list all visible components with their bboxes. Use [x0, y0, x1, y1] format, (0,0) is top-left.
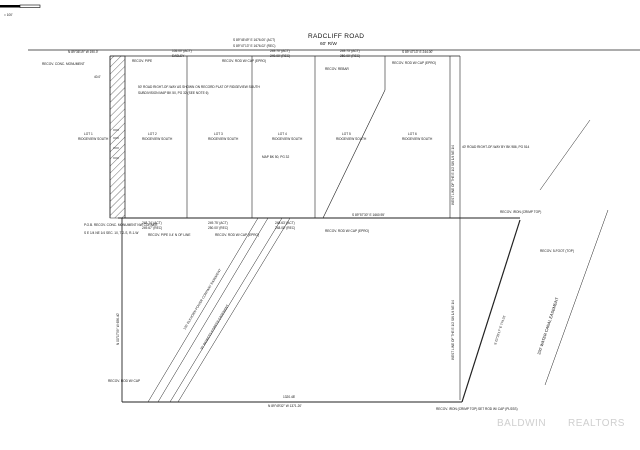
lot-3-sub: RIDGEVIEW SOUTH: [208, 137, 239, 141]
label-right-bearing: S 23°29'17" E 774.31': [493, 314, 506, 345]
hatched-row-strip: [109, 55, 126, 219]
label-recov-rod-cap-2: RECOV. ROD W/ CAP (EPRO): [392, 61, 436, 65]
lot-6-name: LOT 6: [408, 132, 417, 136]
dim-bottom-1-act: 248.74' (ACT): [142, 221, 162, 225]
label-recov-rod-epro-2: RECOV. ROD W/ CAP (EPRO): [325, 229, 369, 233]
label-recov-iron-bottom: RECOV. IRON (CRIMP TOP): [436, 407, 477, 411]
label-left-bearing: N 00°17'59" W 656.40': [116, 313, 120, 345]
dim-top-2-act: 249.70' (ACT): [270, 49, 290, 53]
label-set-rod: SET ROD W/ CAP (PLSSS): [478, 407, 518, 411]
dim-bottom-3-rec: 248.00' (REC): [275, 226, 295, 230]
lot-3-name: LOT 3: [214, 132, 223, 136]
lot-1-sub: RIDGEVIEW SOUTH: [78, 137, 109, 141]
lot-boundaries: [109, 55, 461, 400]
dim-top-2-rec: 249.00' (REC): [270, 54, 290, 58]
label-dim-40: 40.0': [94, 75, 101, 79]
label-canal: 330' WATER CANAL EASEMENT: [536, 296, 559, 355]
dim-top-3-act: 249.73' (ACT): [340, 49, 360, 53]
label-pob-2: S E 1/4 NE 1/4 SEC. 10, T-2-S, R-1-W: [84, 231, 138, 235]
left-tick-marks: [113, 129, 119, 159]
dim-bottom-3-act: 248.63' (ACT): [275, 221, 295, 225]
dim-top-1-rec: EASLEY: [172, 54, 185, 58]
label-pob: P.O.B. RECOV. CONC. MONUMENT NW CORNER: [84, 223, 158, 227]
lot-1-name: LOT 1: [84, 132, 93, 136]
lot-4-name: LOT 4: [278, 132, 287, 136]
label-row-right: 40' ROAD RIGHT-OF-WAY BY BK 986, PG 514: [462, 145, 529, 149]
lower-parcel: [121, 119, 609, 403]
dim-bottom-2-rec: 250.00' (REC): [208, 226, 228, 230]
bearing-top-left: N 89°36'19" W 190.0': [68, 50, 99, 54]
label-west-line-lot: WEST LINE OF THE E 1/2 SW 1/4 NE 1/4: [451, 145, 455, 205]
road-width: 60' R/W: [320, 41, 337, 47]
label-map-ref: MAP BK 50, PG 32: [262, 155, 289, 159]
label-recov-rod-bl: RECOV. ROD W/ CAP: [108, 379, 140, 383]
dim-bottom-2-act: 249.75' (ACT): [208, 221, 228, 225]
label-bottom-bearing: N 89°49'32" W 1371.20': [268, 404, 302, 408]
lot-5-name: LOT 5: [342, 132, 351, 136]
lot-2-sub: RIDGEVIEW SOUTH: [142, 137, 173, 141]
label-mid-line: S 89°57'30" E 1660.95': [352, 213, 385, 217]
watermark: BALDWIN REALTORS: [497, 418, 625, 429]
easement-lines: [147, 217, 291, 403]
bearing-top-right: S 89°47'13" E 244.00': [402, 50, 433, 54]
bearing-top-mid-rec: S 89°47'13" E 1676.02' (REC): [233, 44, 275, 48]
label-recov-iron-cap: RECOV. IRON (CRIMP TOP): [500, 210, 541, 214]
lot-6-sub: RIDGEVIEW SOUTH: [402, 137, 433, 141]
watermark-brand-b: REALTORS: [568, 418, 625, 429]
label-recov-pipe: RECOV. PIPE: [132, 59, 152, 63]
label-easement-2: 30' INGRESS-EGRESS EASEMENT: [199, 304, 229, 351]
dim-top-3-rec: 250.00' (REC): [340, 54, 360, 58]
road-name: RADCLIFF ROAD: [308, 33, 364, 40]
bearing-top-mid-act: S 89°45'49" E 1676.00' (ACT): [233, 38, 275, 42]
scale-bar: = 100': [0, 4, 41, 17]
label-west-line-2: WEST LINE OF THE E 1/2 SW 1/4 NE 1/4: [451, 300, 455, 360]
lot-4-sub: RIDGEVIEW SOUTH: [272, 137, 303, 141]
label-recov-pipe-2: RECOV. PIPE 0.4' N OF LINE: [148, 233, 190, 237]
label-row-note-2: SUBDIVISION MAP BK 50, PG 32 (SEE NOTE 6…: [138, 91, 208, 95]
scale-label: = 100': [4, 13, 13, 17]
label-recov-rebar: RECOV. REBAR: [325, 67, 349, 71]
dim-top-1-act: 105.00' (ACT): [172, 49, 192, 53]
lot-2-name: LOT 2: [148, 132, 157, 136]
label-recov-5foot: RECOV. 5-FOOT (TOP): [540, 249, 574, 253]
label-recov-rod-epro: RECOV. ROD W/ CAP (EPRO): [215, 233, 259, 237]
label-recov-rod-cap: RECOV. ROD W/ CAP (EPRO): [222, 59, 266, 63]
watermark-brand-a: BALDWIN: [497, 418, 546, 429]
dim-bottom-1-rec: 249.67' (REC): [142, 226, 162, 230]
lot-5-sub: RIDGEVIEW SOUTH: [336, 137, 367, 141]
lot-labels: LOT 1 RIDGEVIEW SOUTH LOT 2 RIDGEVIEW SO…: [78, 132, 433, 141]
road-label: RADCLIFF ROAD 60' R/W: [308, 33, 364, 47]
label-recov-conc-mon: RECOV. CONC. MONUMENT: [42, 62, 85, 66]
label-bottom-dist: 1320.48': [283, 395, 296, 399]
label-row-note: 50' ROAD RIGHT-OF-WAY AS SHOWN ON RECORD…: [138, 85, 260, 89]
